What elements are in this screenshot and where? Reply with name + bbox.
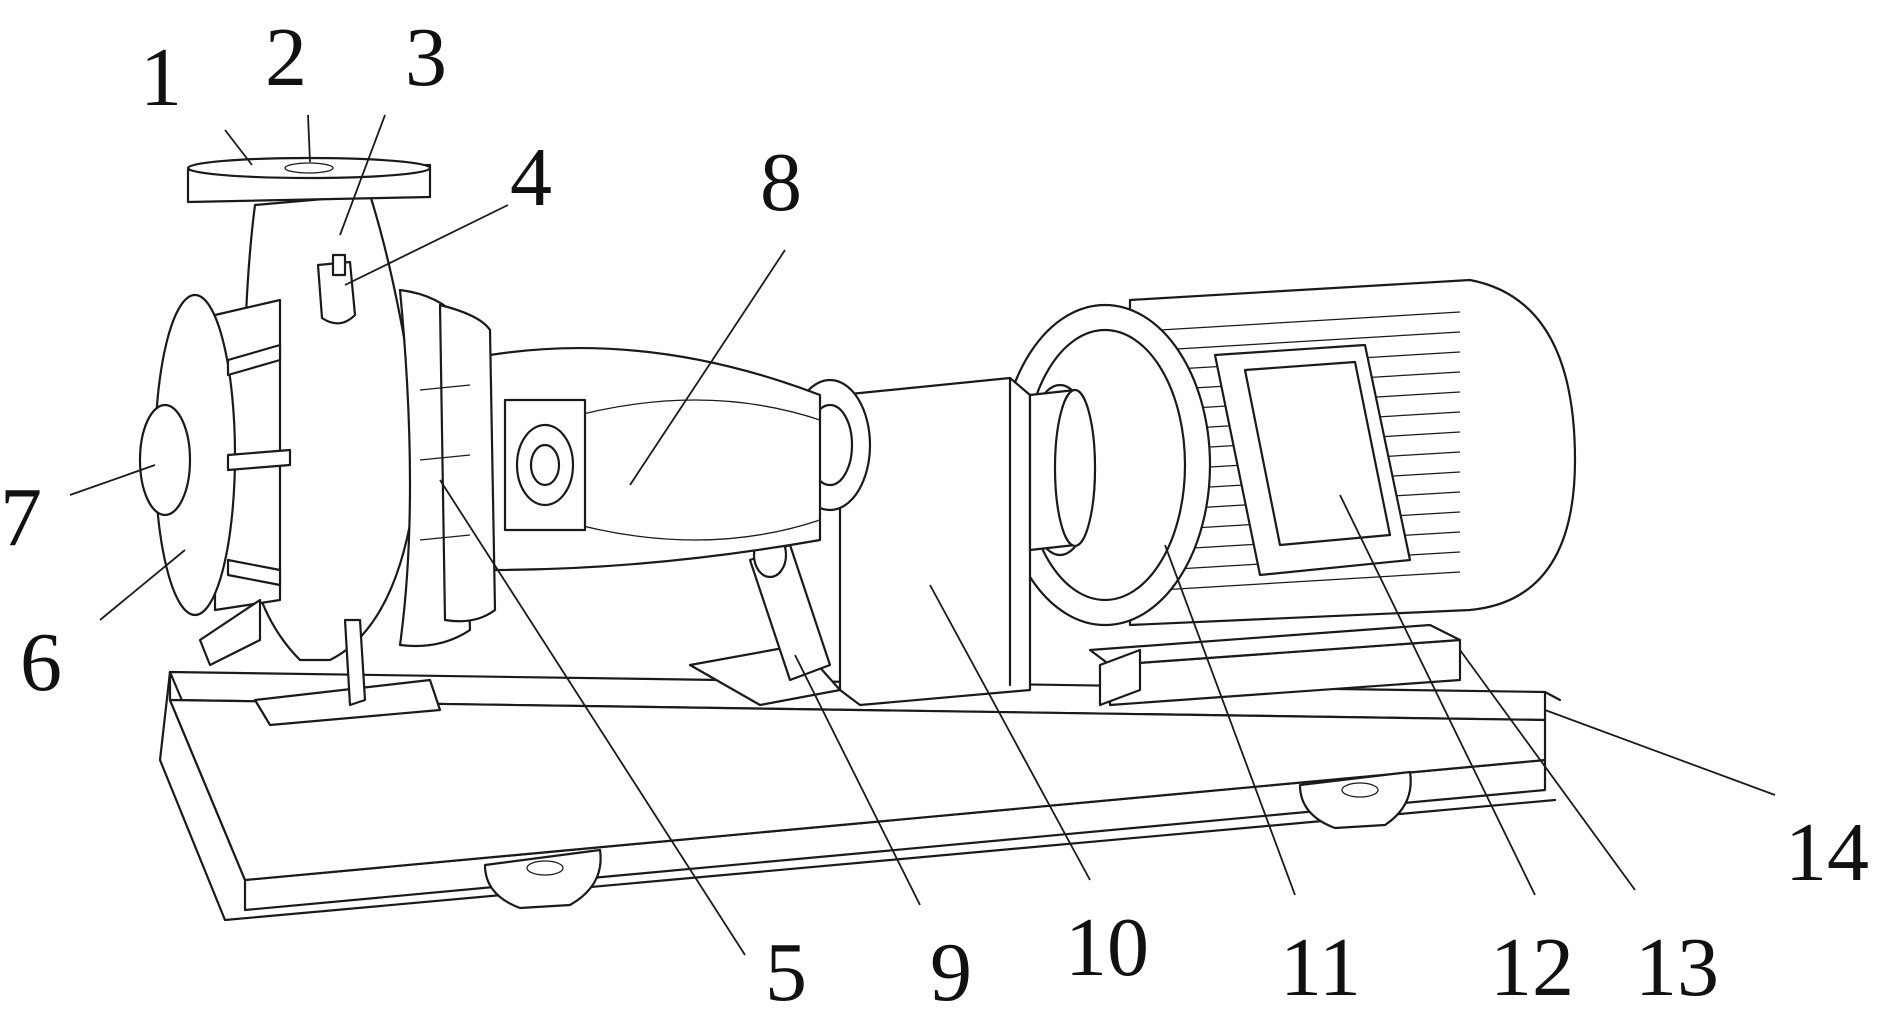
callout-3: 3 bbox=[405, 11, 447, 104]
callout-8: 8 bbox=[760, 136, 802, 229]
callout-13: 13 bbox=[1635, 921, 1719, 1011]
motor-junction-box bbox=[1213, 343, 1412, 577]
pump-foot-left bbox=[198, 598, 262, 667]
callout-12: 12 bbox=[1490, 921, 1574, 1011]
inlet-ribs bbox=[226, 343, 292, 587]
motor-mount-pad bbox=[1088, 623, 1462, 707]
casing-ribs bbox=[419, 384, 471, 541]
pump-volute-casing bbox=[242, 193, 497, 662]
callout-14: 14 bbox=[1785, 806, 1869, 899]
pump-foot-right bbox=[253, 618, 442, 727]
callout-11: 11 bbox=[1280, 921, 1361, 1011]
inlet-flange bbox=[138, 293, 292, 617]
callout-7: 7 bbox=[0, 471, 42, 564]
base-lug-rear bbox=[1298, 770, 1412, 830]
leader-lines bbox=[69, 114, 1776, 956]
outlet-flange bbox=[186, 156, 432, 204]
callout-4: 4 bbox=[510, 131, 552, 224]
vent-plug bbox=[316, 253, 357, 325]
callout-5: 5 bbox=[765, 926, 807, 1011]
callout-labels: 1 2 3 4 5 6 7 8 9 10 11 12 13 14 bbox=[0, 11, 1869, 1011]
callout-1: 1 bbox=[140, 31, 182, 124]
callout-6: 6 bbox=[20, 616, 62, 709]
shaft-housing bbox=[488, 346, 822, 572]
callout-9: 9 bbox=[930, 926, 972, 1011]
callout-2: 2 bbox=[265, 11, 307, 104]
coupling bbox=[1028, 388, 1097, 552]
base-lug-front bbox=[483, 848, 602, 910]
callout-10: 10 bbox=[1065, 901, 1149, 994]
